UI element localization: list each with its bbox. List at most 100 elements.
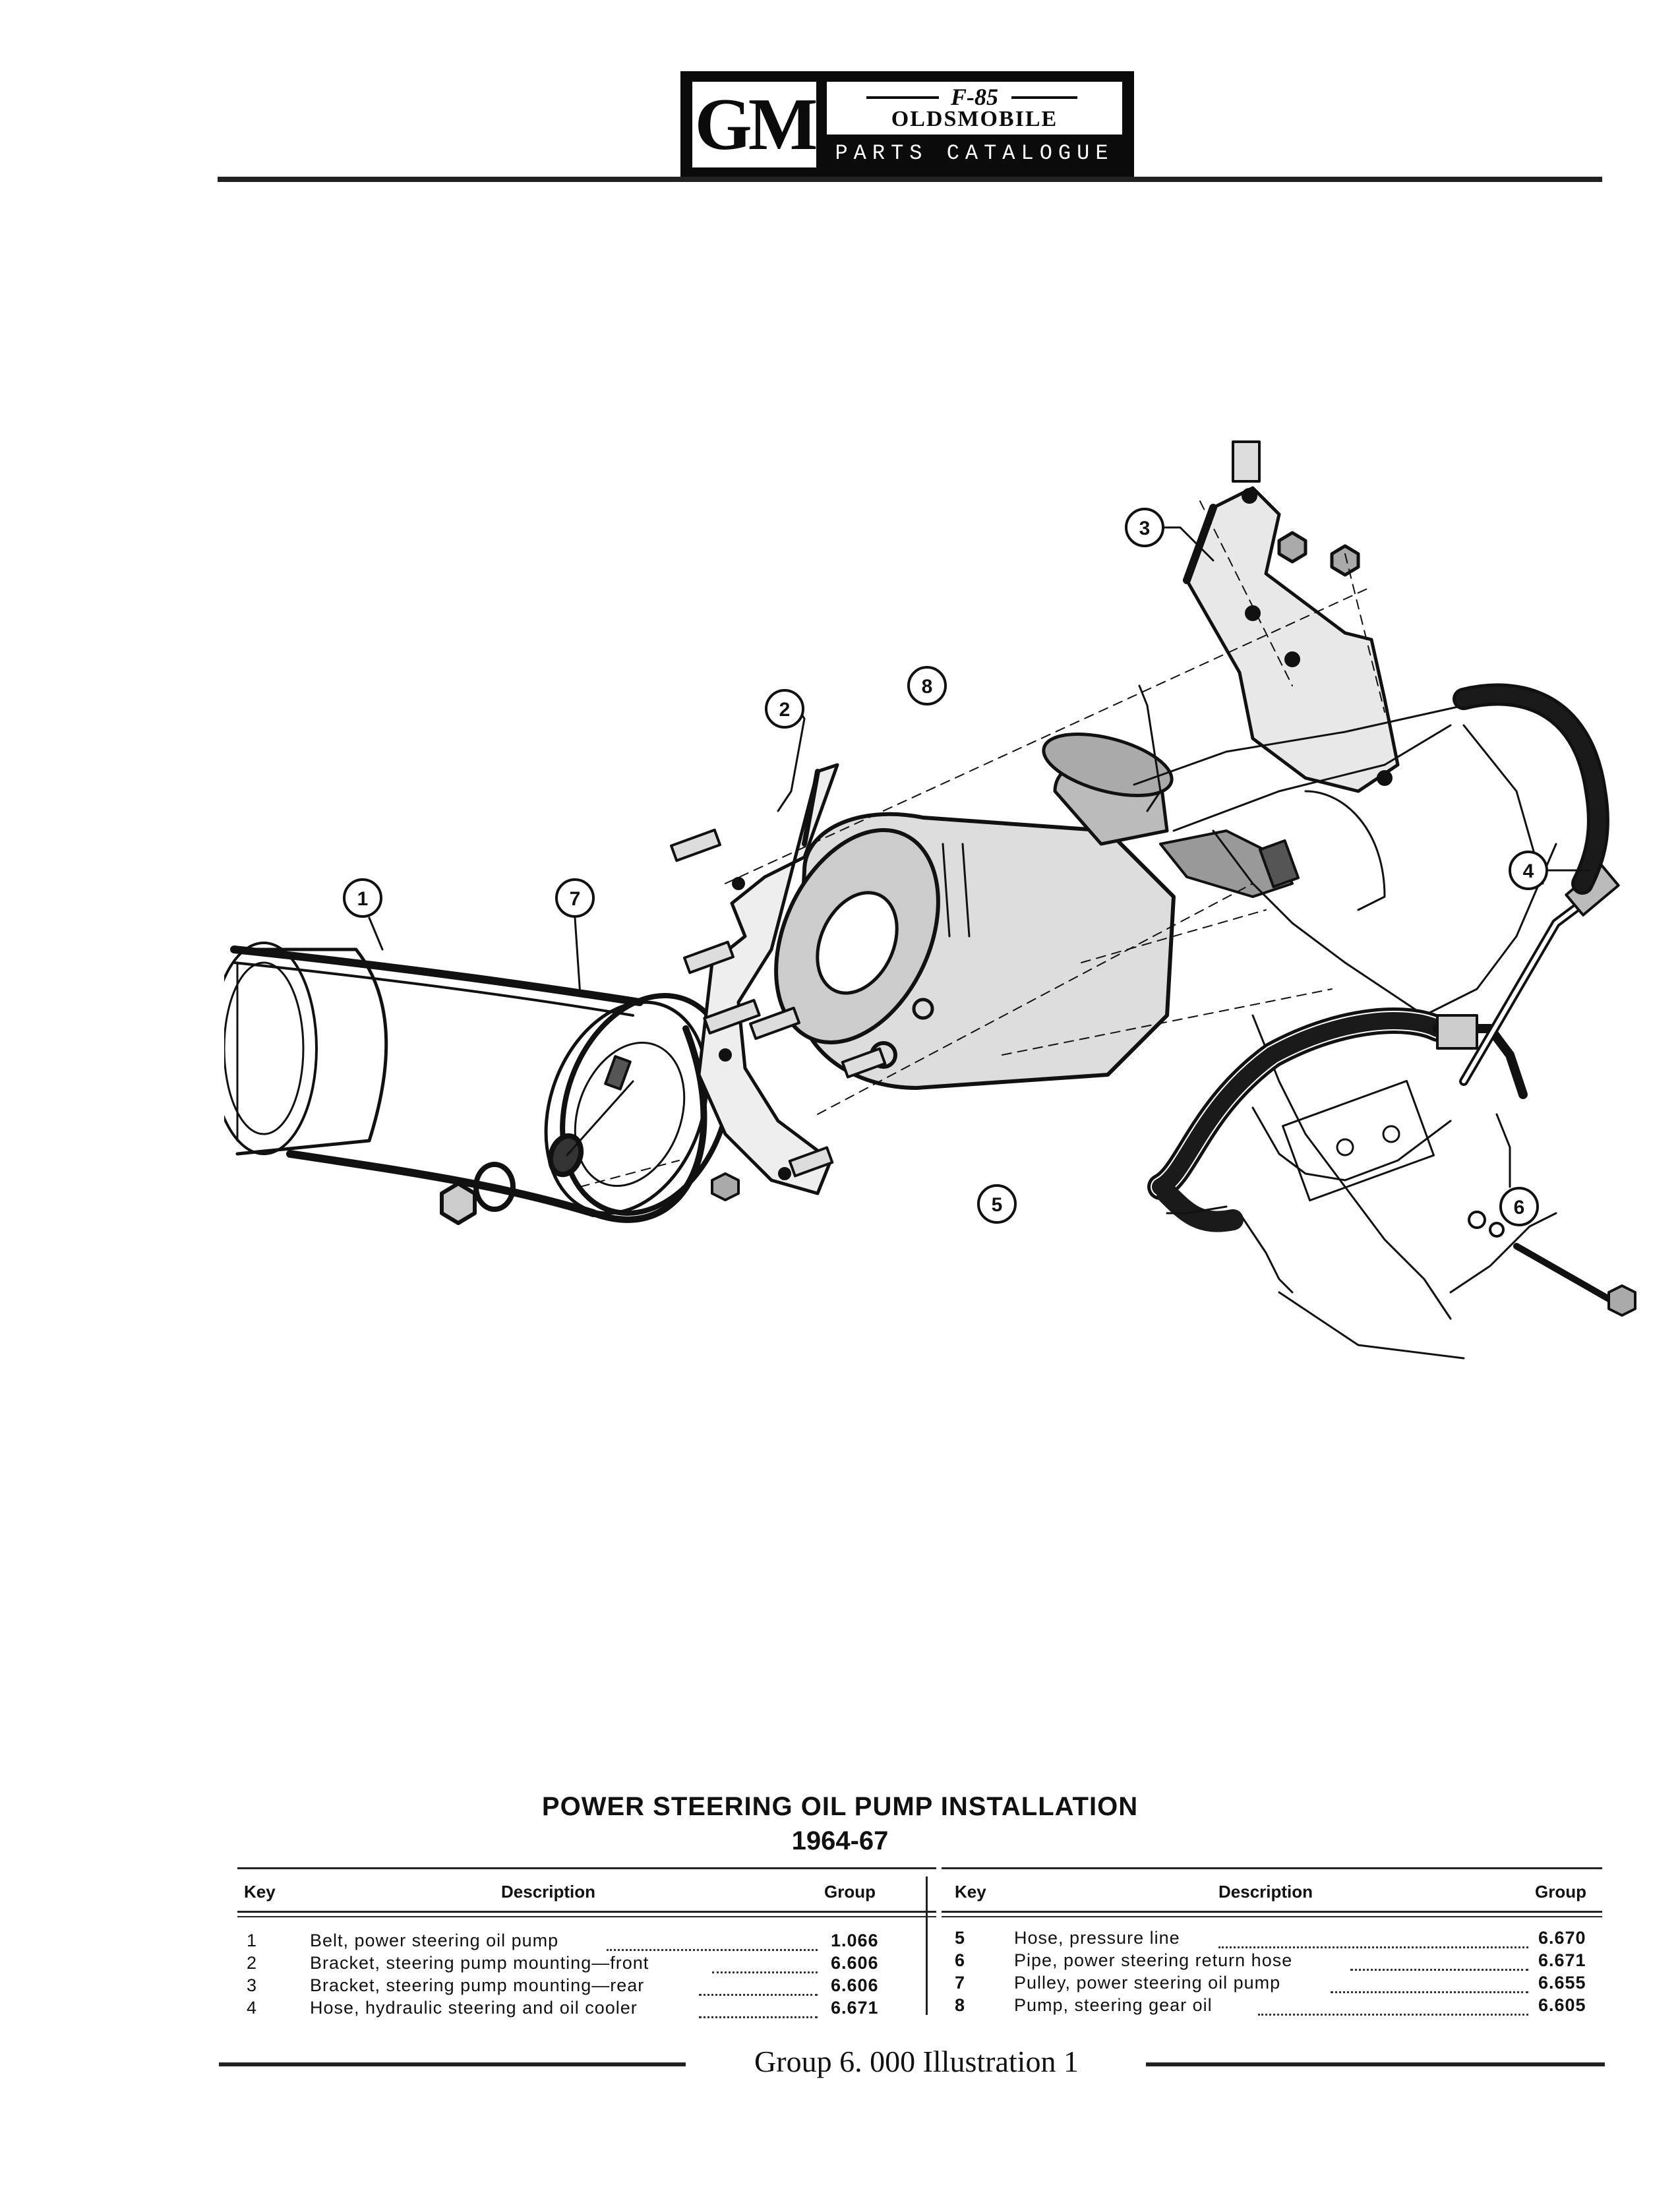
rear-bracket-drawing — [1183, 440, 1400, 793]
header-rule — [218, 177, 1602, 182]
pulley-nut-and-washer — [440, 1162, 516, 1225]
callout-2: 2 — [765, 689, 804, 729]
callout-6: 6 — [1499, 1187, 1539, 1226]
pump-pulley-drawing — [544, 993, 733, 1216]
leader-dots — [712, 1956, 818, 1973]
table-row: 2 Bracket, steering pump mounting—front … — [237, 1953, 936, 1975]
assembly-guide-lines — [580, 500, 1385, 1187]
pump-body-drawing — [774, 732, 1300, 1090]
logo-title-block: F-85 OLDSMOBILE PARTS CATALOGUE — [827, 82, 1122, 169]
footer-rule-right — [1146, 2062, 1605, 2066]
table-row: 6 Pipe, power steering return hose 6.671 — [942, 1950, 1602, 1973]
belt-drawing — [230, 945, 707, 1223]
leader-dots — [1350, 1953, 1528, 1971]
row-key: 2 — [247, 1953, 258, 1973]
column-header-group: Group — [1535, 1882, 1586, 1902]
callout-3-number: 3 — [1139, 518, 1151, 539]
callout-leaders — [368, 526, 1590, 1215]
pressure-hose-drawing — [1147, 1007, 1528, 1232]
column-header-key: Key — [244, 1882, 276, 1902]
logo-brand-name: OLDSMOBILE — [891, 107, 1058, 131]
front-bracket-drawing — [697, 763, 839, 1195]
callout-4: 4 — [1509, 851, 1548, 890]
illustration-title: POWER STEERING OIL PUMP INSTALLATION — [541, 1792, 1139, 1821]
column-header-key: Key — [955, 1882, 986, 1902]
logo-model-box: F-85 OLDSMOBILE — [827, 82, 1122, 135]
callout-2-number: 2 — [779, 699, 791, 721]
row-key: 6 — [955, 1950, 966, 1970]
callout-5-number: 5 — [992, 1194, 1003, 1216]
parts-table-left: Key Description Group 1 Belt, power stee… — [237, 1867, 936, 2026]
illustration-years: 1964-67 — [791, 1826, 889, 1855]
parts-table-right: Key Description Group 5 Hose, pressure l… — [942, 1867, 1602, 2026]
logo-arrow-line-right — [1011, 96, 1077, 99]
callout-4-number: 4 — [1523, 860, 1534, 882]
row-description: Hose, pressure line — [1014, 1928, 1180, 1948]
gm-logo-text: GM — [694, 84, 818, 165]
hydraulic-hose-drawing — [1453, 683, 1609, 895]
row-description: Bracket, steering pump mounting—rear — [310, 1975, 645, 1995]
callout-7: 7 — [555, 878, 595, 918]
callout-1: 1 — [343, 878, 382, 918]
row-description: Pulley, power steering oil pump — [1014, 1973, 1281, 1993]
leader-dots — [699, 1978, 818, 1996]
row-key: 4 — [247, 1998, 258, 2018]
row-group: 6.606 — [831, 1975, 879, 1995]
row-description: Pipe, power steering return hose — [1014, 1950, 1293, 1970]
mounting-bolts-drawing — [670, 828, 1636, 1317]
table-row: 5 Hose, pressure line 6.670 — [942, 1928, 1602, 1950]
logo-arrow-line-left — [866, 96, 939, 99]
row-description: Bracket, steering pump mounting—front — [310, 1953, 649, 1973]
row-group: 6.670 — [1538, 1928, 1586, 1948]
table-row: 3 Bracket, steering pump mounting—rear 6… — [237, 1975, 936, 1998]
leader-dots — [699, 2000, 818, 2018]
table-row: 7 Pulley, power steering oil pump 6.655 — [942, 1973, 1602, 1995]
header-rule-1 — [237, 1911, 936, 1913]
gm-parts-catalogue-logo: GM F-85 OLDSMOBILE PARTS CATALOGUE — [680, 71, 1134, 179]
table-row: 8 Pump, steering gear oil 6.605 — [942, 1995, 1602, 2018]
row-key: 1 — [247, 1931, 258, 1950]
table-column-divider — [926, 1876, 928, 2015]
table-top-rule — [237, 1867, 936, 1869]
row-key: 3 — [247, 1975, 258, 1995]
logo-subtitle: PARTS CATALOGUE — [835, 141, 1114, 165]
header-rule-1 — [942, 1911, 1602, 1913]
row-group: 1.066 — [831, 1931, 879, 1950]
row-key: 8 — [955, 1995, 966, 2015]
callout-1-number: 1 — [357, 888, 369, 910]
row-group: 6.671 — [831, 1998, 879, 2018]
gm-logo-mark: GM — [692, 82, 818, 167]
leader-dots — [1218, 1931, 1528, 1948]
row-description: Belt, power steering oil pump — [310, 1931, 559, 1950]
callout-8-number: 8 — [922, 676, 933, 698]
header-rule-2 — [942, 1916, 1602, 1917]
header-rule-2 — [237, 1916, 936, 1917]
row-group: 6.606 — [831, 1953, 879, 1973]
table-row: 1 Belt, power steering oil pump 1.066 — [237, 1931, 936, 1953]
column-header-description: Description — [1218, 1882, 1313, 1902]
row-group: 6.605 — [1538, 1995, 1586, 2015]
callout-5: 5 — [977, 1184, 1017, 1224]
row-description: Hose, hydraulic steering and oil cooler — [310, 1998, 638, 2018]
table-row: 4 Hose, hydraulic steering and oil coole… — [237, 1998, 936, 2020]
callout-6-number: 6 — [1514, 1197, 1525, 1218]
callout-7-number: 7 — [570, 888, 581, 910]
logo-model-name: F-85 — [951, 84, 998, 110]
column-header-group: Group — [824, 1882, 876, 1902]
power-steering-pump-illustration: 1 2 3 4 5 6 7 8 — [224, 440, 1636, 1360]
row-group: 6.655 — [1538, 1973, 1586, 1993]
return-pipe-drawing — [1459, 864, 1620, 1086]
crankshaft-pulley-drawing — [224, 942, 388, 1156]
callout-8: 8 — [907, 666, 947, 705]
row-group: 6.671 — [1538, 1950, 1586, 1970]
column-header-description: Description — [501, 1882, 596, 1902]
row-key: 7 — [955, 1973, 966, 1993]
leader-dots — [1258, 1998, 1528, 2016]
leader-dots — [1331, 1975, 1528, 1993]
footer-group-illustration: Group 6. 000 Illustration 1 — [754, 2045, 1079, 2078]
table-top-rule — [942, 1867, 1602, 1869]
footer-rule-left — [219, 2062, 686, 2066]
row-key: 5 — [955, 1928, 966, 1948]
row-description: Pump, steering gear oil — [1014, 1995, 1213, 2015]
callout-3: 3 — [1125, 508, 1164, 547]
